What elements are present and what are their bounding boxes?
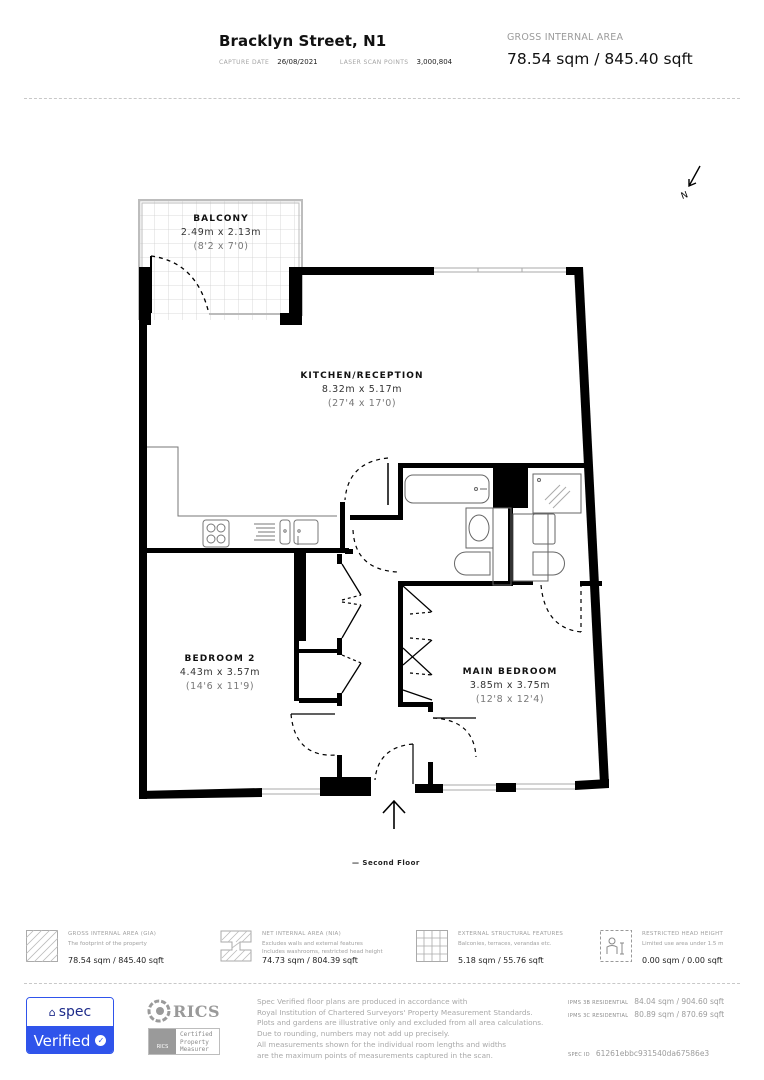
- door-swings: [290, 457, 582, 784]
- key-value: 78.54 sqm / 845.40 sqft: [68, 956, 164, 965]
- washbasin-icon: [468, 514, 490, 542]
- spec-logo: ⌂ spec: [27, 998, 113, 1026]
- spec-id: SPEC ID 61261ebbc931540da67586e3: [568, 1049, 709, 1058]
- rics-logo: RICS RICS Certified Property Measurer: [145, 998, 220, 1056]
- spec-brand: spec: [58, 1004, 92, 1020]
- room-imperial: (8'2 x 7'0): [193, 241, 249, 252]
- key-desc-line: Includes washrooms, restricted head heig…: [262, 949, 383, 955]
- disclaimer: Spec Verified floor plans are produced i…: [257, 997, 543, 1061]
- footer-divider: [24, 983, 740, 984]
- key-title: EXTERNAL STRUCTURAL FEATURES: [458, 931, 564, 937]
- toilet-icon-2: [532, 551, 565, 576]
- room-metric: 8.32m x 5.17m: [321, 384, 403, 395]
- room-name: BALCONY: [193, 214, 249, 224]
- floor-label: — Second Floor: [352, 859, 420, 867]
- room-main-bedroom: MAIN BEDROOM 3.85m x 3.75m (12'8 x 12'4): [463, 667, 558, 705]
- disclaimer-line: All measurements shown for the individua…: [257, 1039, 507, 1049]
- rics-certified-box: RICS Certified Property Measurer: [148, 1028, 220, 1055]
- key-desc-line: Excludes walls and external features: [262, 941, 363, 947]
- room-imperial: (14'6 x 11'9): [185, 681, 255, 692]
- bathtub-icon: [404, 474, 490, 504]
- gross-internal-area-value: 78.54 sqm / 845.40 sqft: [507, 50, 693, 68]
- rics-small-mark: RICS: [149, 1029, 176, 1054]
- ipms-3c: IPMS 3C RESIDENTIAL 80.89 sqm / 870.69 sq…: [568, 1010, 724, 1019]
- ipms-3b: IPMS 3B RESIDENTIAL 84.04 sqm / 904.60 sq…: [568, 997, 724, 1006]
- room-imperial: (27'4 x 17'0): [327, 398, 397, 409]
- key-desc: Excludes walls and external features Inc…: [262, 940, 383, 956]
- room-balcony: BALCONY 2.49m x 2.13m (8'2 x 7'0): [181, 214, 261, 252]
- spec-home-icon: ⌂: [48, 1005, 56, 1019]
- room-kitchen-reception: KITCHEN/RECEPTION 8.32m x 5.17m (27'4 x …: [300, 371, 423, 409]
- verified-label: Verified: [33, 1031, 91, 1050]
- verified-strip: Verified ✓: [27, 1026, 113, 1053]
- capture-meta: CAPTURE DATE 26/08/2021 LASER SCAN POINTS…: [219, 58, 472, 66]
- cert-line: Measurer: [180, 1046, 209, 1053]
- cert-line: Certified: [180, 1031, 213, 1038]
- entrance-arrow-icon: [382, 799, 406, 829]
- key-title: RESTRICTED HEAD HEIGHT: [642, 931, 724, 937]
- spec-id-value: 61261ebbc931540da67586e3: [595, 1049, 710, 1058]
- key-desc: The footprint of the property: [68, 941, 147, 947]
- room-metric: 2.49m x 2.13m: [180, 227, 262, 238]
- room-metric: 4.43m x 3.57m: [179, 667, 261, 678]
- check-circle-icon: ✓: [95, 1035, 107, 1046]
- grid-tile-icon: [416, 930, 448, 962]
- key-title: GROSS INTERNAL AREA (GIA): [68, 931, 157, 937]
- room-name: MAIN BEDROOM: [462, 667, 558, 677]
- sink-drainer-icon: [279, 519, 291, 545]
- toilet-icon: [454, 551, 491, 576]
- key-value: 5.18 sqm / 55.76 sqft: [458, 956, 544, 965]
- key-title: NET INTERNAL AREA (NIA): [262, 931, 342, 937]
- capture-date: 26/08/2021: [277, 58, 318, 66]
- key-value: 74.73 sqm / 804.39 sqft: [262, 956, 358, 965]
- sink-icon: [293, 519, 319, 545]
- windows: [262, 267, 575, 795]
- spec-id-label: SPEC ID: [568, 1052, 590, 1058]
- hob-icon: [202, 519, 230, 548]
- room-bedroom-2: BEDROOM 2 4.43m x 3.57m (14'6 x 11'9): [180, 654, 260, 692]
- key-desc: Limited use area under 1.5 m: [642, 941, 724, 947]
- rics-wordmark: RICS: [173, 1002, 221, 1021]
- header-divider: [24, 98, 740, 99]
- north-label: N: [680, 190, 690, 202]
- north-arrow-icon: [688, 165, 701, 188]
- rics-lion-icon: [147, 999, 171, 1023]
- ipms-value: 84.04 sqm / 904.60 sqft: [634, 997, 725, 1006]
- gia-hatch-icon: [26, 930, 58, 962]
- shower-icon: [532, 473, 582, 514]
- kitchen-units: [147, 446, 337, 548]
- ipms-label: IPMS 3C RESIDENTIAL: [568, 1013, 629, 1019]
- nia-hatch-icon: [220, 930, 252, 962]
- room-metric: 3.85m x 3.75m: [469, 680, 551, 691]
- laser-scan-points-label: LASER SCAN POINTS: [339, 59, 409, 66]
- gross-internal-area-label: GROSS INTERNAL AREA: [507, 32, 624, 43]
- room-name: BEDROOM 2: [184, 654, 256, 664]
- disclaimer-line: Plots and gardens are illustrative only …: [257, 1018, 544, 1028]
- floor-plan: N: [138, 165, 701, 829]
- room-imperial: (12'8 x 12'4): [475, 694, 545, 705]
- ipms-value: 80.89 sqm / 870.69 sqft: [634, 1010, 725, 1019]
- rics-cert-text: Certified Property Measurer: [180, 1031, 213, 1054]
- capture-date-label: CAPTURE DATE: [219, 59, 270, 66]
- walls: [139, 267, 609, 799]
- person-height-icon: [600, 930, 632, 962]
- disclaimer-line: Due to rounding, numbers may not add up …: [257, 1029, 450, 1039]
- washbasin-icon-2: [532, 513, 556, 545]
- ipms-label: IPMS 3B RESIDENTIAL: [568, 1000, 629, 1006]
- disclaimer-line: are the maximum points of measurements c…: [257, 1050, 493, 1060]
- spec-verified-badge: ⌂ spec Verified ✓: [26, 997, 114, 1054]
- room-name: KITCHEN/RECEPTION: [300, 371, 424, 381]
- disclaimer-line: Spec Verified floor plans are produced i…: [257, 997, 468, 1006]
- bathroom-fixtures: [404, 473, 582, 586]
- cert-line: Property: [180, 1038, 209, 1046]
- key-desc: Balconies, terraces, verandas etc.: [458, 941, 552, 947]
- balcony-area: [138, 199, 303, 320]
- disclaimer-line: Royal Institution of Chartered Surveyors…: [257, 1007, 533, 1017]
- laser-scan-points: 3,000,804: [416, 58, 453, 66]
- property-title: Bracklyn Street, N1: [219, 32, 387, 50]
- key-value: 0.00 sqm / 0.00 sqft: [642, 956, 723, 965]
